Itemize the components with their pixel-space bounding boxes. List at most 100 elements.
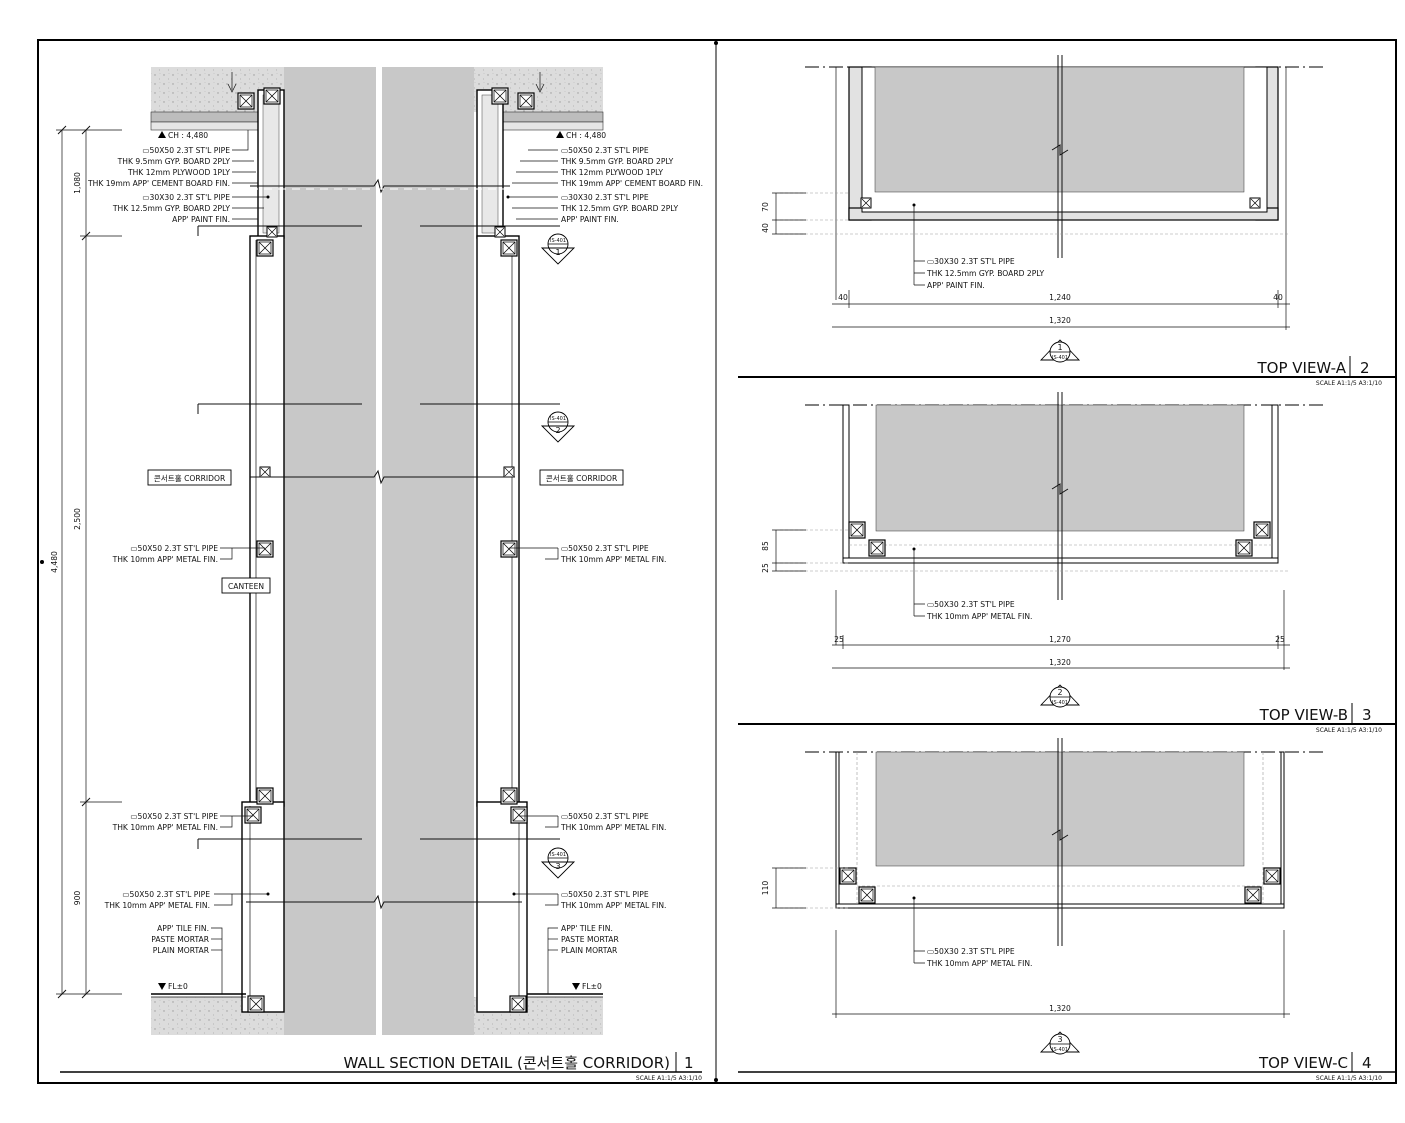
dim-b-mid: 1,270 (1049, 635, 1071, 644)
dim-a-total: 1,320 (1049, 316, 1071, 325)
top-view-b-title: TOP VIEW-B (1259, 706, 1348, 724)
top-view-c: 110 1,320 ▭50X30 2.3T ST'L PIPE THK 10mm… (738, 738, 1396, 1082)
top-view-a-title: TOP VIEW-A (1256, 359, 1346, 377)
svg-text:IS-401: IS-401 (550, 852, 566, 858)
fl-right: FL±0 (582, 982, 602, 991)
note-tr-3: THK 12mm PLYWOOD 1PLY (560, 168, 663, 177)
note-l1-2: THK 10mm APP' METAL FIN. (112, 823, 218, 832)
top-view-a: 70 40 40 1,240 40 1,320 ▭30X30 2.3T ST'L… (761, 55, 1382, 387)
note-pr-1: ▭50X50 2.3T ST'L PIPE (561, 544, 649, 553)
dim-b-v1: 85 (761, 541, 770, 551)
top-view-c-number: 4 (1362, 1054, 1372, 1072)
svg-text:2: 2 (555, 426, 560, 435)
note-tr-4: THK 19mm APP' CEMENT BOARD FIN. (560, 179, 703, 188)
note-tr-1: ▭50X50 2.3T ST'L PIPE (561, 146, 649, 155)
svg-text:IS-401: IS-401 (550, 416, 566, 422)
svg-text:1: 1 (1057, 343, 1062, 352)
section-marker-3[interactable]: IS-401 3 (541, 847, 575, 879)
ch-left: CH : 4,480 (168, 131, 208, 140)
svg-text:IS-401: IS-401 (1052, 1047, 1068, 1053)
note-mr-2: THK 12.5mm GYP. BOARD 2PLY (560, 204, 679, 213)
note-a-1: ▭30X30 2.3T ST'L PIPE (927, 257, 1015, 266)
dim-c-v1: 110 (761, 881, 770, 896)
wall-section-scale: SCALE A1:1/5 A3:1/10 (636, 1075, 702, 1082)
dim-a-left: 40 (838, 293, 848, 302)
note-l2-2: THK 10mm APP' METAL FIN. (104, 901, 210, 910)
room-tag-canteen: CANTEEN (228, 582, 264, 591)
note-mr-1: ▭30X30 2.3T ST'L PIPE (561, 193, 649, 202)
dim-b-v2: 25 (761, 563, 770, 573)
dim-b-total: 1,320 (1049, 658, 1071, 667)
note-pl-2: THK 10mm APP' METAL FIN. (112, 555, 218, 564)
dim-b-right: 25 (1275, 635, 1285, 644)
note-r2-1: ▭50X50 2.3T ST'L PIPE (561, 890, 649, 899)
top-view-a-scale: SCALE A1:1/5 A3:1/10 (1316, 380, 1382, 387)
svg-text:IS-401: IS-401 (1052, 355, 1068, 361)
wall-section-title: WALL SECTION DETAIL (콘서트홀 CORRIDOR) (344, 1054, 670, 1072)
sheet-border (37, 39, 1397, 1084)
dim-1080: 1,080 (73, 172, 82, 194)
room-tag-corridor-left: 콘서트홀 CORRIDOR (154, 473, 226, 483)
top-view-b-number: 3 (1362, 706, 1372, 724)
dim-2500: 2,500 (73, 508, 82, 530)
ch-right: CH : 4,480 (566, 131, 606, 140)
note-b-1: ▭50X30 2.3T ST'L PIPE (927, 600, 1015, 609)
note-pl-1: ▭50X50 2.3T ST'L PIPE (130, 544, 218, 553)
note-tl-1: ▭50X50 2.3T ST'L PIPE (142, 146, 230, 155)
dim-a-right: 40 (1273, 293, 1283, 302)
note-br-2: PASTE MORTAR (561, 935, 619, 944)
view-marker-b[interactable]: 2 IS-401 (1040, 684, 1080, 708)
svg-text:IS-401: IS-401 (550, 238, 566, 244)
note-bl-1: APP' TILE FIN. (157, 924, 209, 933)
note-bl-3: PLAIN MORTAR (153, 946, 210, 955)
dim-a-v1: 70 (761, 202, 770, 212)
svg-text:3: 3 (555, 862, 560, 871)
top-view-c-title: TOP VIEW-C (1258, 1054, 1348, 1072)
note-r2-2: THK 10mm APP' METAL FIN. (560, 901, 666, 910)
note-ml-1: ▭30X30 2.3T ST'L PIPE (142, 193, 230, 202)
note-br-3: PLAIN MORTAR (561, 946, 618, 955)
note-a-3: APP' PAINT FIN. (927, 281, 985, 290)
top-view-b-scale: SCALE A1:1/5 A3:1/10 (1316, 727, 1382, 734)
note-pr-2: THK 10mm APP' METAL FIN. (560, 555, 666, 564)
note-r1-1: ▭50X50 2.3T ST'L PIPE (561, 812, 649, 821)
note-br-1: APP' TILE FIN. (561, 924, 613, 933)
wall-section-detail: 4,480 1,080 2,500 900 CH : 4,480 CH : 4,… (40, 60, 703, 1082)
svg-text:2: 2 (1057, 688, 1062, 697)
svg-text:1: 1 (555, 248, 560, 257)
note-r1-2: THK 10mm APP' METAL FIN. (560, 823, 666, 832)
dim-4480: 4,480 (50, 551, 59, 573)
note-bl-2: PASTE MORTAR (151, 935, 209, 944)
note-tl-3: THK 12mm PLYWOOD 1PLY (127, 168, 230, 177)
dim-a-v2: 40 (761, 223, 770, 233)
svg-text:3: 3 (1057, 1035, 1062, 1044)
dim-b-left: 25 (834, 635, 844, 644)
note-c-2: THK 10mm APP' METAL FIN. (926, 959, 1032, 968)
dim-900: 900 (73, 891, 82, 906)
fl-left: FL±0 (168, 982, 188, 991)
svg-text:IS-401: IS-401 (1052, 700, 1068, 706)
note-l1-1: ▭50X50 2.3T ST'L PIPE (130, 812, 218, 821)
view-marker-c[interactable]: 3 IS-401 (1040, 1031, 1080, 1055)
note-c-1: ▭50X30 2.3T ST'L PIPE (927, 947, 1015, 956)
note-tl-2: THK 9.5mm GYP. BOARD 2PLY (117, 157, 231, 166)
note-b-2: THK 10mm APP' METAL FIN. (926, 612, 1032, 621)
dim-c-total: 1,320 (1049, 1004, 1071, 1013)
top-view-b: 85 25 25 1,270 25 1,320 ▭50X30 2.3T ST'L… (761, 392, 1382, 734)
top-view-a-number: 2 (1360, 359, 1370, 377)
note-ml-3: APP' PAINT FIN. (172, 215, 230, 224)
dim-a-mid: 1,240 (1049, 293, 1071, 302)
top-view-c-scale: SCALE A1:1/5 A3:1/10 (1316, 1075, 1382, 1082)
section-marker-2[interactable]: IS-401 2 (541, 411, 575, 443)
note-ml-2: THK 12.5mm GYP. BOARD 2PLY (112, 204, 231, 213)
note-l2-1: ▭50X50 2.3T ST'L PIPE (122, 890, 210, 899)
room-tag-corridor-right: 콘서트홀 CORRIDOR (546, 473, 618, 483)
note-mr-3: APP' PAINT FIN. (561, 215, 619, 224)
wall-section-number: 1 (684, 1054, 694, 1072)
view-marker-a[interactable]: 1 IS-401 (1040, 339, 1080, 363)
note-tl-4: THK 19mm APP' CEMENT BOARD FIN. (87, 179, 230, 188)
note-a-2: THK 12.5mm GYP. BOARD 2PLY (926, 269, 1045, 278)
note-tr-2: THK 9.5mm GYP. BOARD 2PLY (560, 157, 674, 166)
section-marker-1[interactable]: IS-401 1 (541, 233, 575, 265)
